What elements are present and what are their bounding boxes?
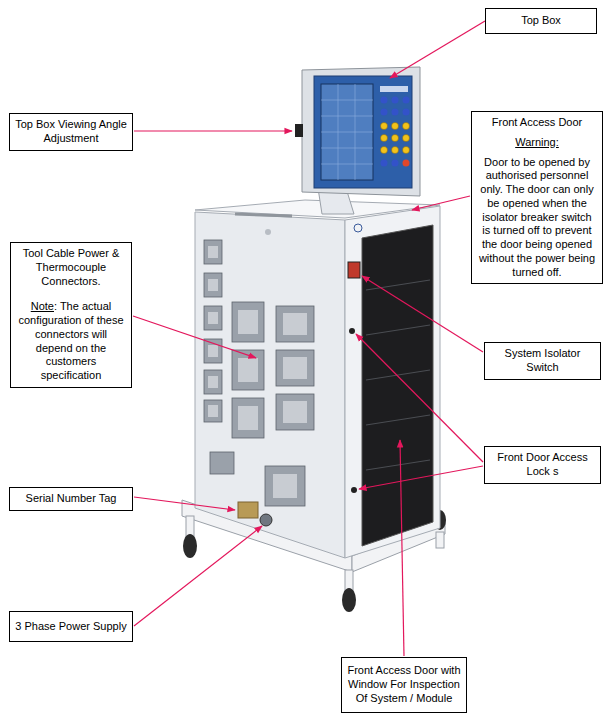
- connectors: [204, 240, 314, 506]
- callout-label: Front Door Access Lock s: [490, 451, 595, 479]
- callout-note: Note: [31, 300, 54, 312]
- callout-box: System Isolator Switch: [484, 342, 601, 380]
- callout-box: Front Access Door with Window For Inspec…: [341, 657, 467, 713]
- handle: [235, 214, 292, 216]
- callout-label: Front Access Door with Window For Inspec…: [347, 664, 461, 705]
- callout-note: : The actual configuration of these conn…: [18, 300, 123, 381]
- cabinet-body: [195, 200, 440, 558]
- isolator-switch: [348, 262, 360, 278]
- leader-lines: [133, 21, 485, 656]
- bolt: [265, 229, 271, 235]
- top-box: [302, 67, 420, 196]
- serial-tag: [238, 502, 258, 518]
- callout-box: 3 Phase Power Supply: [9, 611, 133, 642]
- callout-box: Front Door Access Lock s: [484, 446, 601, 484]
- door-lock: [351, 487, 357, 493]
- callout-label: Tool Cable Power & Thermocouple Connecto…: [16, 247, 126, 288]
- callout-label: Front Access Door: [477, 116, 597, 130]
- angle-knob: [295, 124, 303, 137]
- callout-label: 3 Phase Power Supply: [15, 620, 127, 634]
- callout-box: Top Box Viewing Angle Adjustment: [9, 113, 133, 151]
- callout-label: Serial Number Tag: [15, 492, 127, 506]
- callout-box: Front Access DoorWarning: Door to be open…: [471, 111, 603, 284]
- callout-note: Warning:: [477, 136, 597, 150]
- logo: [354, 224, 362, 232]
- power-inlet: [260, 514, 272, 526]
- connector-inserts: [208, 246, 307, 498]
- callout-label: System Isolator Switch: [490, 347, 595, 375]
- note-text: Note: The actual configuration of these …: [16, 300, 126, 383]
- callout-box: Serial Number Tag: [9, 487, 133, 511]
- callout-box: Top Box: [485, 8, 597, 34]
- door-lock: [349, 328, 355, 334]
- callout-box: Tool Cable Power & Thermocouple Connecto…: [10, 242, 132, 388]
- callout-label: Top Box Viewing Angle Adjustment: [15, 118, 127, 146]
- callout-label: Top Box: [491, 14, 591, 28]
- shelves: [366, 280, 430, 470]
- callout-note: Door to be opened by authorised personne…: [477, 156, 597, 280]
- door-window: [362, 225, 433, 546]
